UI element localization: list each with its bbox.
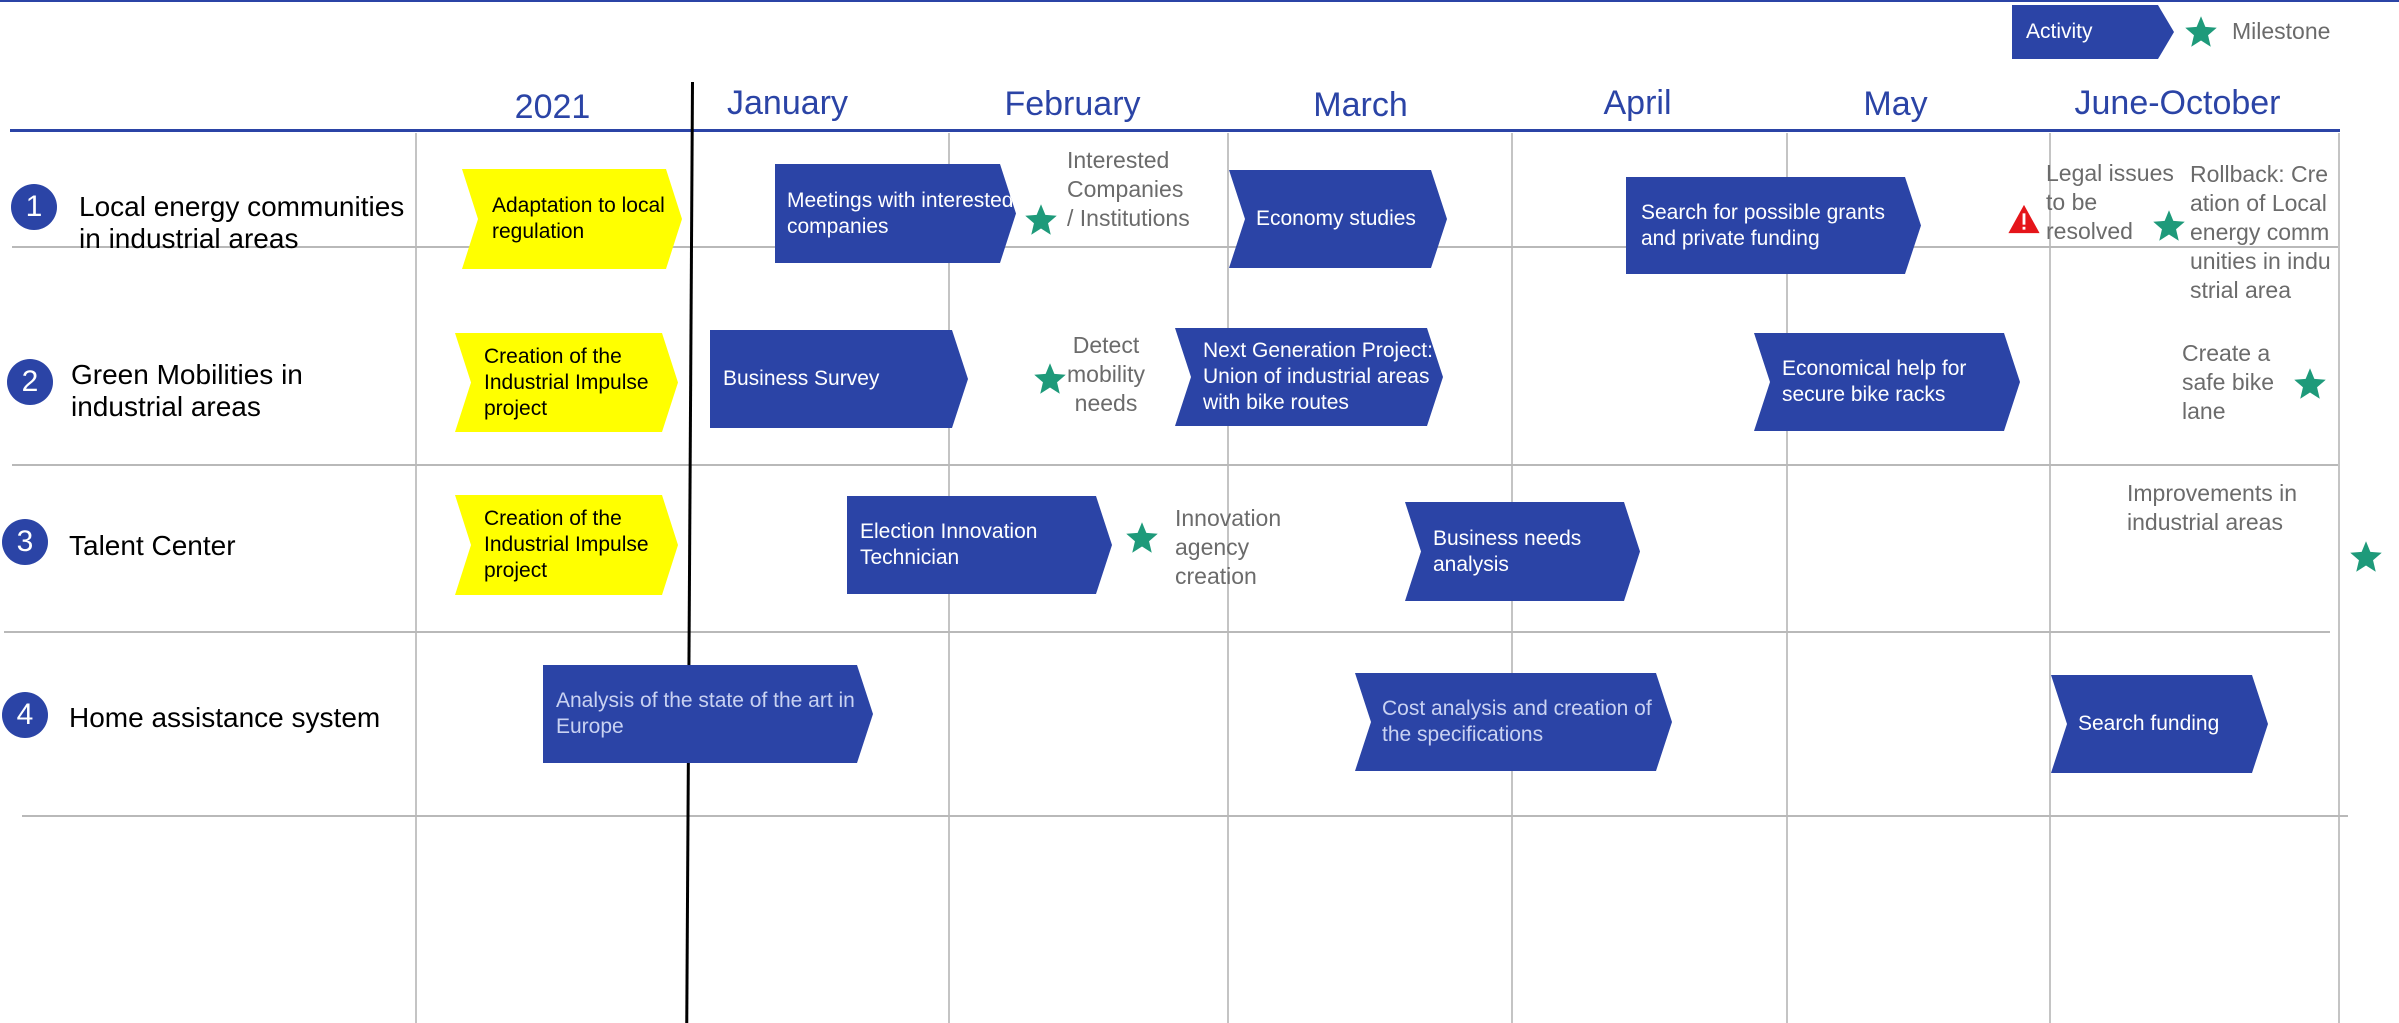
legend-activity: Activity	[2012, 5, 2174, 59]
milestone-star-icon	[2350, 541, 2382, 572]
activity-next-generation[interactable]: Next Generation Project: Union of indust…	[1175, 328, 1443, 426]
top-border	[0, 0, 2399, 2]
legend-milestone-label: Milestone	[2232, 18, 2331, 44]
row-label-3: Talent Center	[69, 530, 236, 561]
milestone-innovation-agency: Innovation agency creation	[1175, 505, 1282, 589]
activity-election-technician[interactable]: Election Innovation Technician	[847, 496, 1112, 594]
activity-label: Economical help for secure bike racks	[1782, 357, 1967, 406]
grid-col-line	[2049, 133, 2051, 1023]
legend-star-icon	[2185, 16, 2217, 47]
row-label-2: Green Mobilities in industrial areas	[71, 359, 303, 422]
milestone-star-icon	[2153, 210, 2185, 241]
activity-adaptation[interactable]: Adaptation to local regulation	[462, 169, 682, 269]
legend-activity-label: Activity	[2026, 20, 2093, 43]
activity-economical-help[interactable]: Economical help for secure bike racks	[1754, 333, 2020, 431]
warning-icon	[2008, 204, 2040, 234]
milestone-legal: Legal issues to be resolved	[2046, 160, 2174, 244]
activity-label: Search for possible grants and private f…	[1641, 200, 1885, 250]
activity-label: Election Innovation Technician	[860, 520, 1038, 569]
activity-business-survey[interactable]: Business Survey	[710, 330, 968, 428]
row-number-1: 1	[11, 184, 57, 230]
milestone-rollback: Rollback: Creation of Local energy commu…	[2190, 161, 2331, 303]
milestone-interested: Interested Companies / Institutions	[1067, 147, 1190, 231]
activity-creation-impulse-r3[interactable]: Creation of the Industrial Impulse proje…	[455, 495, 678, 595]
milestone-star-icon	[1034, 363, 1066, 394]
year-label: 2021	[514, 88, 591, 126]
milestone-star-icon	[1025, 204, 1057, 235]
month-february: February	[1004, 85, 1141, 123]
activity-label: Cost analysis and creation of the specif…	[1382, 697, 1652, 746]
grid-row-line	[4, 631, 2330, 633]
grid-col-line	[415, 133, 417, 1023]
milestone-detect: Detect mobility needs	[1067, 332, 1145, 416]
grid-row-line	[12, 246, 2338, 248]
grid-row-line	[22, 815, 2348, 817]
activity-search-grants[interactable]: Search for possible grants and private f…	[1626, 177, 1921, 274]
row-label-4: Home assistance system	[69, 702, 381, 733]
row-number-4: 4	[2, 692, 48, 738]
activity-label: Business Survey	[723, 367, 880, 390]
activity-search-funding[interactable]: Search funding	[2051, 675, 2268, 773]
month-april: April	[1603, 84, 1672, 122]
grid-col-line	[2338, 133, 2340, 1023]
activity-label: Creation of the Industrial Impulse proje…	[484, 507, 649, 582]
activity-label: Next Generation Project: Union of indust…	[1203, 339, 1433, 414]
activity-business-needs[interactable]: Business needs analysis	[1405, 502, 1640, 601]
month-march: March	[1313, 86, 1408, 124]
activity-label: Analysis of the state of the art in Euro…	[556, 689, 855, 738]
activity-label: Meetings with interested companies	[787, 188, 1014, 238]
activity-meetings[interactable]: Meetings with interested companies	[775, 164, 1016, 263]
header-rule	[10, 129, 2340, 132]
month-may: May	[1863, 85, 1928, 123]
month-june-october: June-October	[2074, 84, 2281, 122]
row-number-3: 3	[2, 519, 48, 565]
current-date-marker	[685, 82, 694, 1023]
activity-analysis-europe[interactable]: Analysis of the state of the art in Euro…	[543, 665, 873, 763]
activity-label: Adaptation to local regulation	[492, 194, 665, 243]
activity-cost-analysis[interactable]: Cost analysis and creation of the specif…	[1355, 673, 1672, 771]
row-number-2: 2	[7, 359, 53, 405]
grid-row-line	[12, 464, 2338, 466]
month-january: January	[727, 84, 848, 122]
activity-label: Economy studies	[1256, 207, 1416, 230]
grid-col-line	[1227, 133, 1229, 1023]
row-label-1: Local energy communities in industrial a…	[79, 191, 405, 254]
milestone-star-icon	[1126, 522, 1158, 553]
activity-creation-impulse-r2[interactable]: Creation of the Industrial Impulse proje…	[455, 333, 678, 432]
milestone-star-icon	[2294, 368, 2326, 399]
milestone-bike-lane: Create a safe bike lane	[2182, 340, 2275, 424]
activity-label: Business needs analysis	[1433, 526, 1582, 576]
grid-col-line	[1786, 133, 1788, 1023]
activity-label: Creation of the Industrial Impulse proje…	[484, 344, 649, 420]
activity-label: Search funding	[2078, 712, 2220, 735]
milestone-improvements: Improvements in industrial areas	[2127, 480, 2298, 535]
activity-economy-studies[interactable]: Economy studies	[1229, 170, 1447, 268]
